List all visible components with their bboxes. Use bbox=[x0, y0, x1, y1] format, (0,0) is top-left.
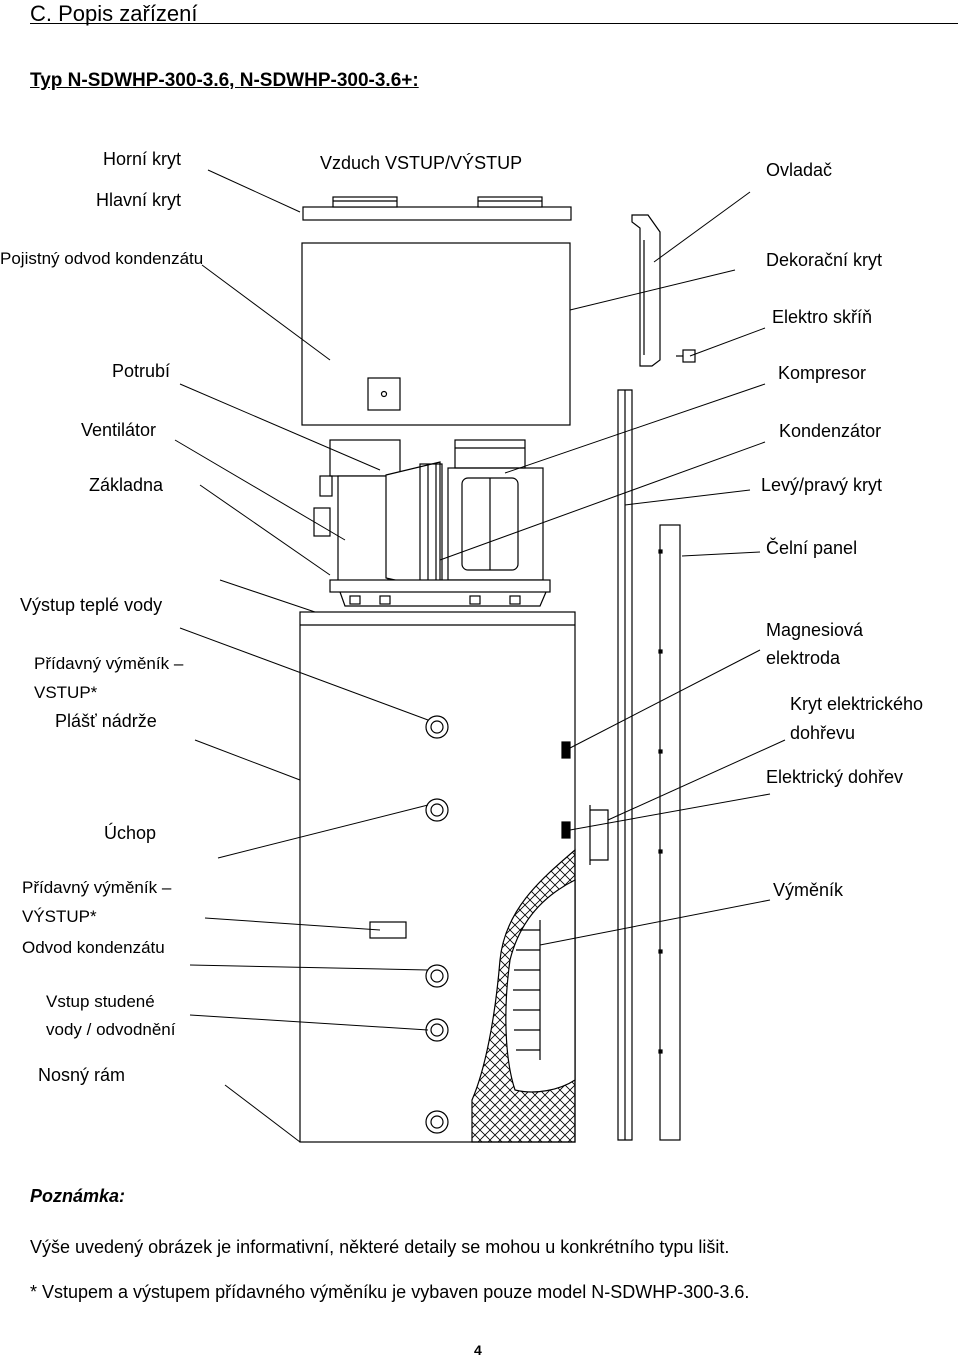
label-dekoracni-kryt: Dekorační kryt bbox=[766, 250, 883, 270]
label-pridavny-vymenik-vstup-2: VSTUP* bbox=[34, 683, 98, 702]
label-elektricky-dohrev: Elektrický dohřev bbox=[766, 767, 904, 787]
label-elektro-skrin: Elektro skříň bbox=[772, 307, 873, 327]
type-heading: Typ N-SDWHP-300-3.6, N-SDWHP-300-3.6+: bbox=[30, 70, 419, 91]
label-ventilator: Ventilátor bbox=[81, 420, 157, 440]
decorative-rail bbox=[617, 389, 633, 1141]
label-celni-panel: Čelní panel bbox=[766, 538, 858, 558]
label-kompresor: Kompresor bbox=[778, 363, 867, 383]
page-number: 4 bbox=[474, 1342, 482, 1358]
label-magnesiova-2: elektroda bbox=[766, 648, 841, 668]
note-line-2: * Vstupem a výstupem přídavného výměníku… bbox=[30, 1282, 750, 1302]
section-title: C. Popis zařízení bbox=[30, 1, 198, 26]
label-pridavny-vymenik-vstup-1: Přídavný výměník – bbox=[34, 654, 184, 673]
label-vzduch: Vzduch VSTUP/VÝSTUP bbox=[320, 153, 523, 173]
label-levy-pravy-kryt: Levý/pravý kryt bbox=[761, 475, 883, 495]
insulation-cutaway bbox=[471, 848, 576, 1143]
label-nosny-ram: Nosný rám bbox=[38, 1065, 126, 1085]
front-panel bbox=[658, 524, 681, 1141]
label-odvod-kondenzatu: Odvod kondenzátu bbox=[22, 938, 165, 957]
label-pridavny-vymenik-vystup-1: Přídavný výměník – bbox=[22, 878, 172, 897]
label-zakladna: Základna bbox=[89, 475, 164, 495]
label-vstup-studene-1: Vstup studené bbox=[46, 992, 155, 1011]
label-ovladac: Ovladač bbox=[766, 160, 833, 180]
label-vymenik: Výměník bbox=[773, 880, 844, 900]
label-hlavni-kryt: Hlavní kryt bbox=[96, 190, 182, 210]
label-vstup-studene-2: vody / odvodnění bbox=[46, 1020, 176, 1039]
label-plast-nadrze: Plášť nádrže bbox=[55, 711, 157, 731]
label-uchop: Úchop bbox=[104, 823, 157, 843]
top-cover bbox=[302, 196, 572, 221]
label-horni-kryt: Horní kryt bbox=[103, 149, 182, 169]
label-pojistny-odvod: Pojistný odvod kondenzátu bbox=[0, 249, 204, 268]
label-magnesiova-1: Magnesiová bbox=[766, 620, 864, 640]
main-cover bbox=[301, 242, 571, 426]
note-title: Poznámka: bbox=[30, 1186, 126, 1206]
label-kryt-elektrickeho-1: Kryt elektrického bbox=[790, 694, 924, 714]
label-kryt-elektrickeho-2: dohřevu bbox=[790, 723, 856, 743]
label-kondenzator: Kondenzátor bbox=[779, 421, 882, 441]
label-potrubi: Potrubí bbox=[112, 361, 171, 381]
heater-cover bbox=[589, 805, 609, 865]
compressor-assembly bbox=[313, 439, 551, 607]
label-pridavny-vymenik-vystup-2: VÝSTUP* bbox=[22, 907, 97, 926]
controller-part bbox=[631, 214, 696, 367]
heat-pump-exploded-diagram bbox=[174, 169, 786, 1143]
label-vystup-teple-vody: Výstup teplé vody bbox=[20, 595, 163, 615]
note-line-1: Výše uvedený obrázek je informativní, ně… bbox=[30, 1237, 730, 1257]
leader-lines bbox=[174, 169, 786, 1143]
section-title-rule bbox=[30, 23, 958, 24]
